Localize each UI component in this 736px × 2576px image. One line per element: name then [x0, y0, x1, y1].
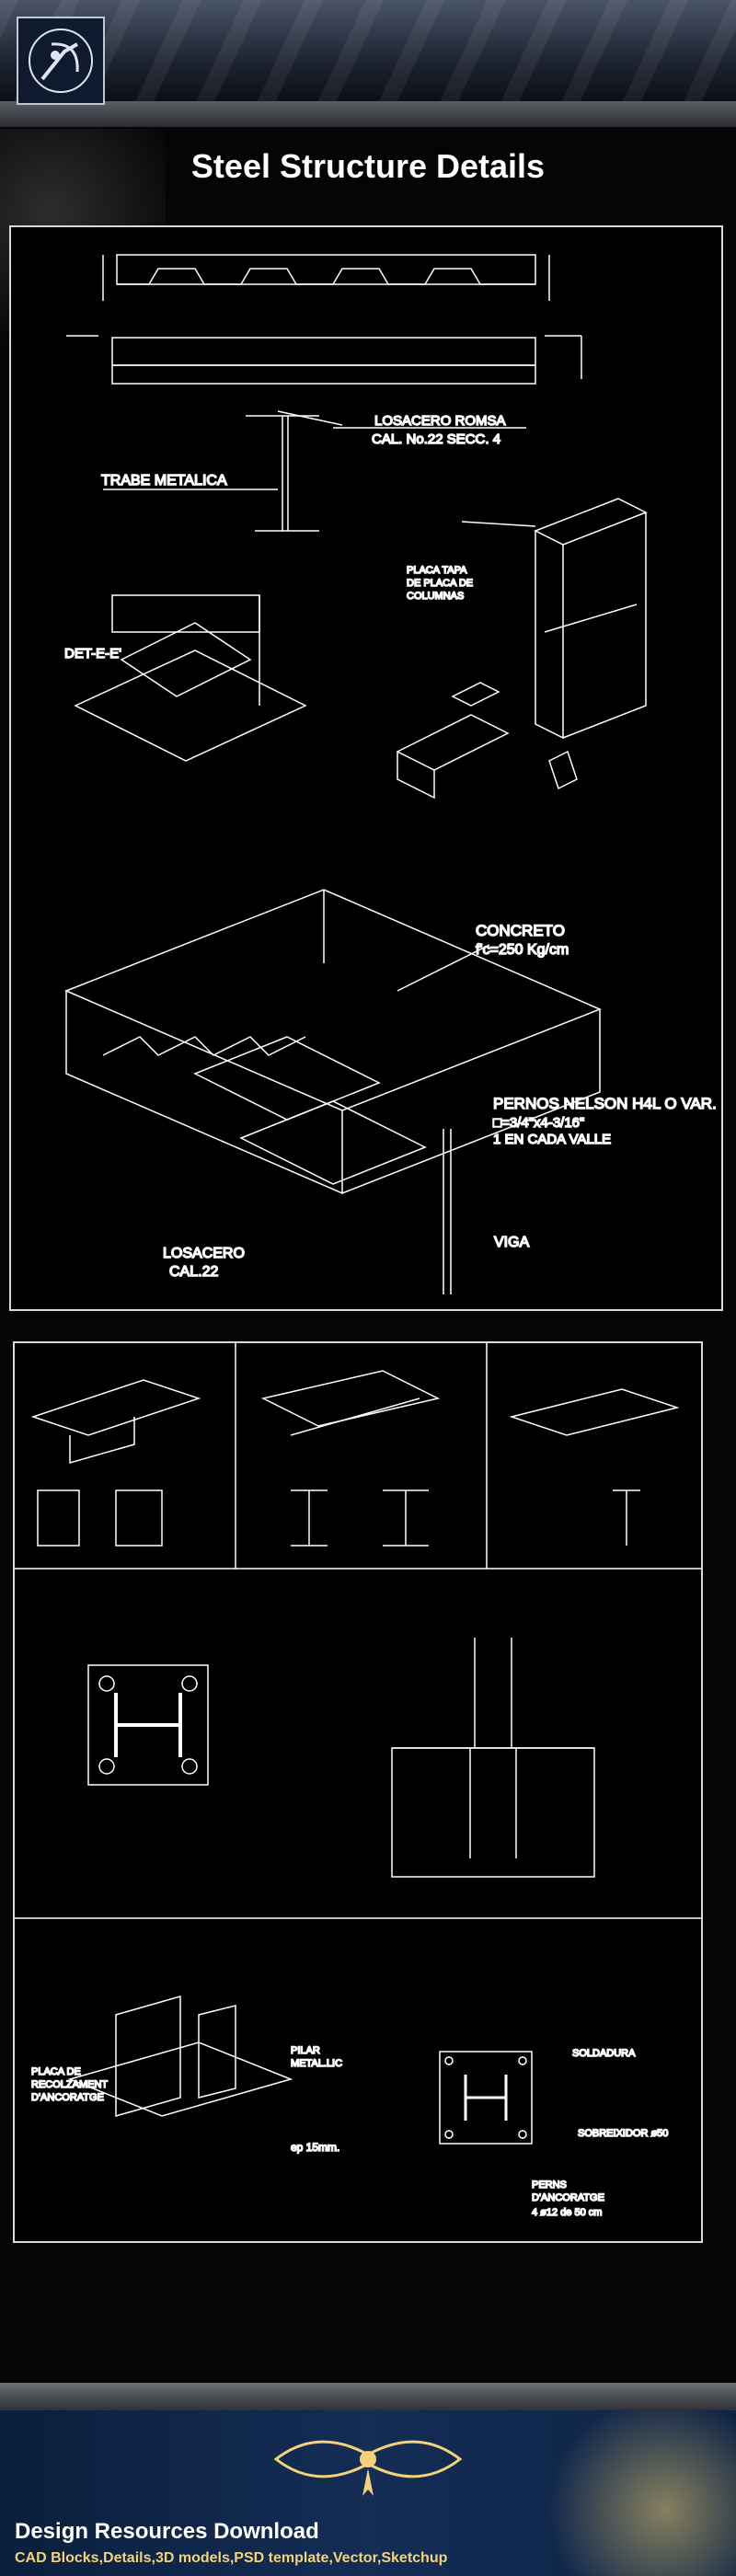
- label-perns-3: 4 ø12 de 50 cm: [532, 2207, 602, 2218]
- label-losacero-romsa: LOSACERO ROMSA: [374, 413, 506, 429]
- label-placa-recol-2: RECOLZAMENT: [31, 2079, 108, 2090]
- label-sobreixidor: SOBREIXIDOR ø50: [578, 2128, 668, 2139]
- header-banner: [0, 0, 736, 106]
- anchorage-isometric: [67, 1995, 293, 2117]
- deck-section-second: [66, 335, 582, 385]
- small-connector-iso: [396, 682, 578, 799]
- base-plate-section: [391, 1638, 595, 1878]
- label-cal22: CAL.22: [169, 1264, 218, 1280]
- connection-detail-1: [30, 1379, 201, 1547]
- column-placa-tapa: [461, 498, 648, 740]
- label-pilar-2: METAL.LIC: [291, 2058, 342, 2069]
- label-pernos-nelson: PERNOS NELSON H4L O VAR.: [493, 1095, 717, 1112]
- concrete-deck-isometric: [64, 889, 602, 1294]
- label-losacero: LOSACERO: [163, 1246, 245, 1261]
- anchor-plate-plan: [439, 2051, 533, 2145]
- label-det-e-e: DET-E-E': [64, 646, 121, 661]
- header-strip: [0, 101, 736, 127]
- header-beams: [0, 0, 736, 106]
- label-pernos-valle: 1 EN CADA VALLE: [493, 1132, 611, 1147]
- det-e-e-isometric: [74, 594, 307, 762]
- label-ep: ep 15mm.: [291, 2141, 339, 2154]
- label-fc: f'c=250 Kg/cm: [476, 942, 569, 958]
- connection-detail-2: [260, 1370, 441, 1547]
- label-perns-2: D'ANCORATGE: [532, 2192, 604, 2203]
- footer-glow: [497, 2410, 736, 2576]
- label-trabe-metalica: TRABE METALICA: [101, 473, 227, 489]
- drawing-panel-connections: PLACA DE RECOLZAMENT D'ANCORATGE PILAR M…: [13, 1341, 703, 2243]
- trabe-metalica-section: [246, 410, 343, 532]
- label-cal22-secc4: CAL. No.22 SECC. 4: [372, 431, 500, 447]
- connection-detail-3: [509, 1388, 680, 1546]
- label-placa-recol-1: PLACA DE: [31, 2066, 81, 2077]
- label-pernos-size: □=3/4"x4-3/16": [493, 1115, 584, 1131]
- archer-logo-icon[interactable]: [17, 17, 105, 105]
- label-perns-1: PERNS: [532, 2179, 567, 2191]
- label-placa-tapa-2: DE PLACA DE: [407, 578, 473, 589]
- label-placa-recol-3: D'ANCORATGE: [31, 2092, 104, 2103]
- label-soldadura: SOLDADURA: [572, 2048, 636, 2059]
- footer-title: Design Resources Download: [15, 2519, 319, 2544]
- deck-section-top: [102, 254, 550, 301]
- label-placa-tapa-1: PLACA TAPA: [407, 565, 467, 576]
- label-placa-tapa-3: COLUMNAS: [407, 591, 464, 602]
- page-title: Steel Structure Details: [190, 147, 546, 185]
- footer-banner: Design Resources Download CAD Blocks,Det…: [0, 2410, 736, 2576]
- ornament-icon: [273, 2440, 463, 2496]
- footer-subtitle: CAD Blocks,Details,3D models,PSD templat…: [15, 2550, 448, 2566]
- base-plate-plan: [87, 1664, 209, 1786]
- drawing-panel-deck: LOSACERO ROMSA CAL. No.22 SECC. 4 TRABE …: [9, 225, 723, 1311]
- label-viga: VIGA: [494, 1235, 530, 1250]
- label-pilar-1: PILAR: [291, 2045, 320, 2056]
- archer-icon: [29, 29, 93, 93]
- footer-strip: [0, 2383, 736, 2412]
- label-concreto: CONCRETO: [476, 922, 565, 939]
